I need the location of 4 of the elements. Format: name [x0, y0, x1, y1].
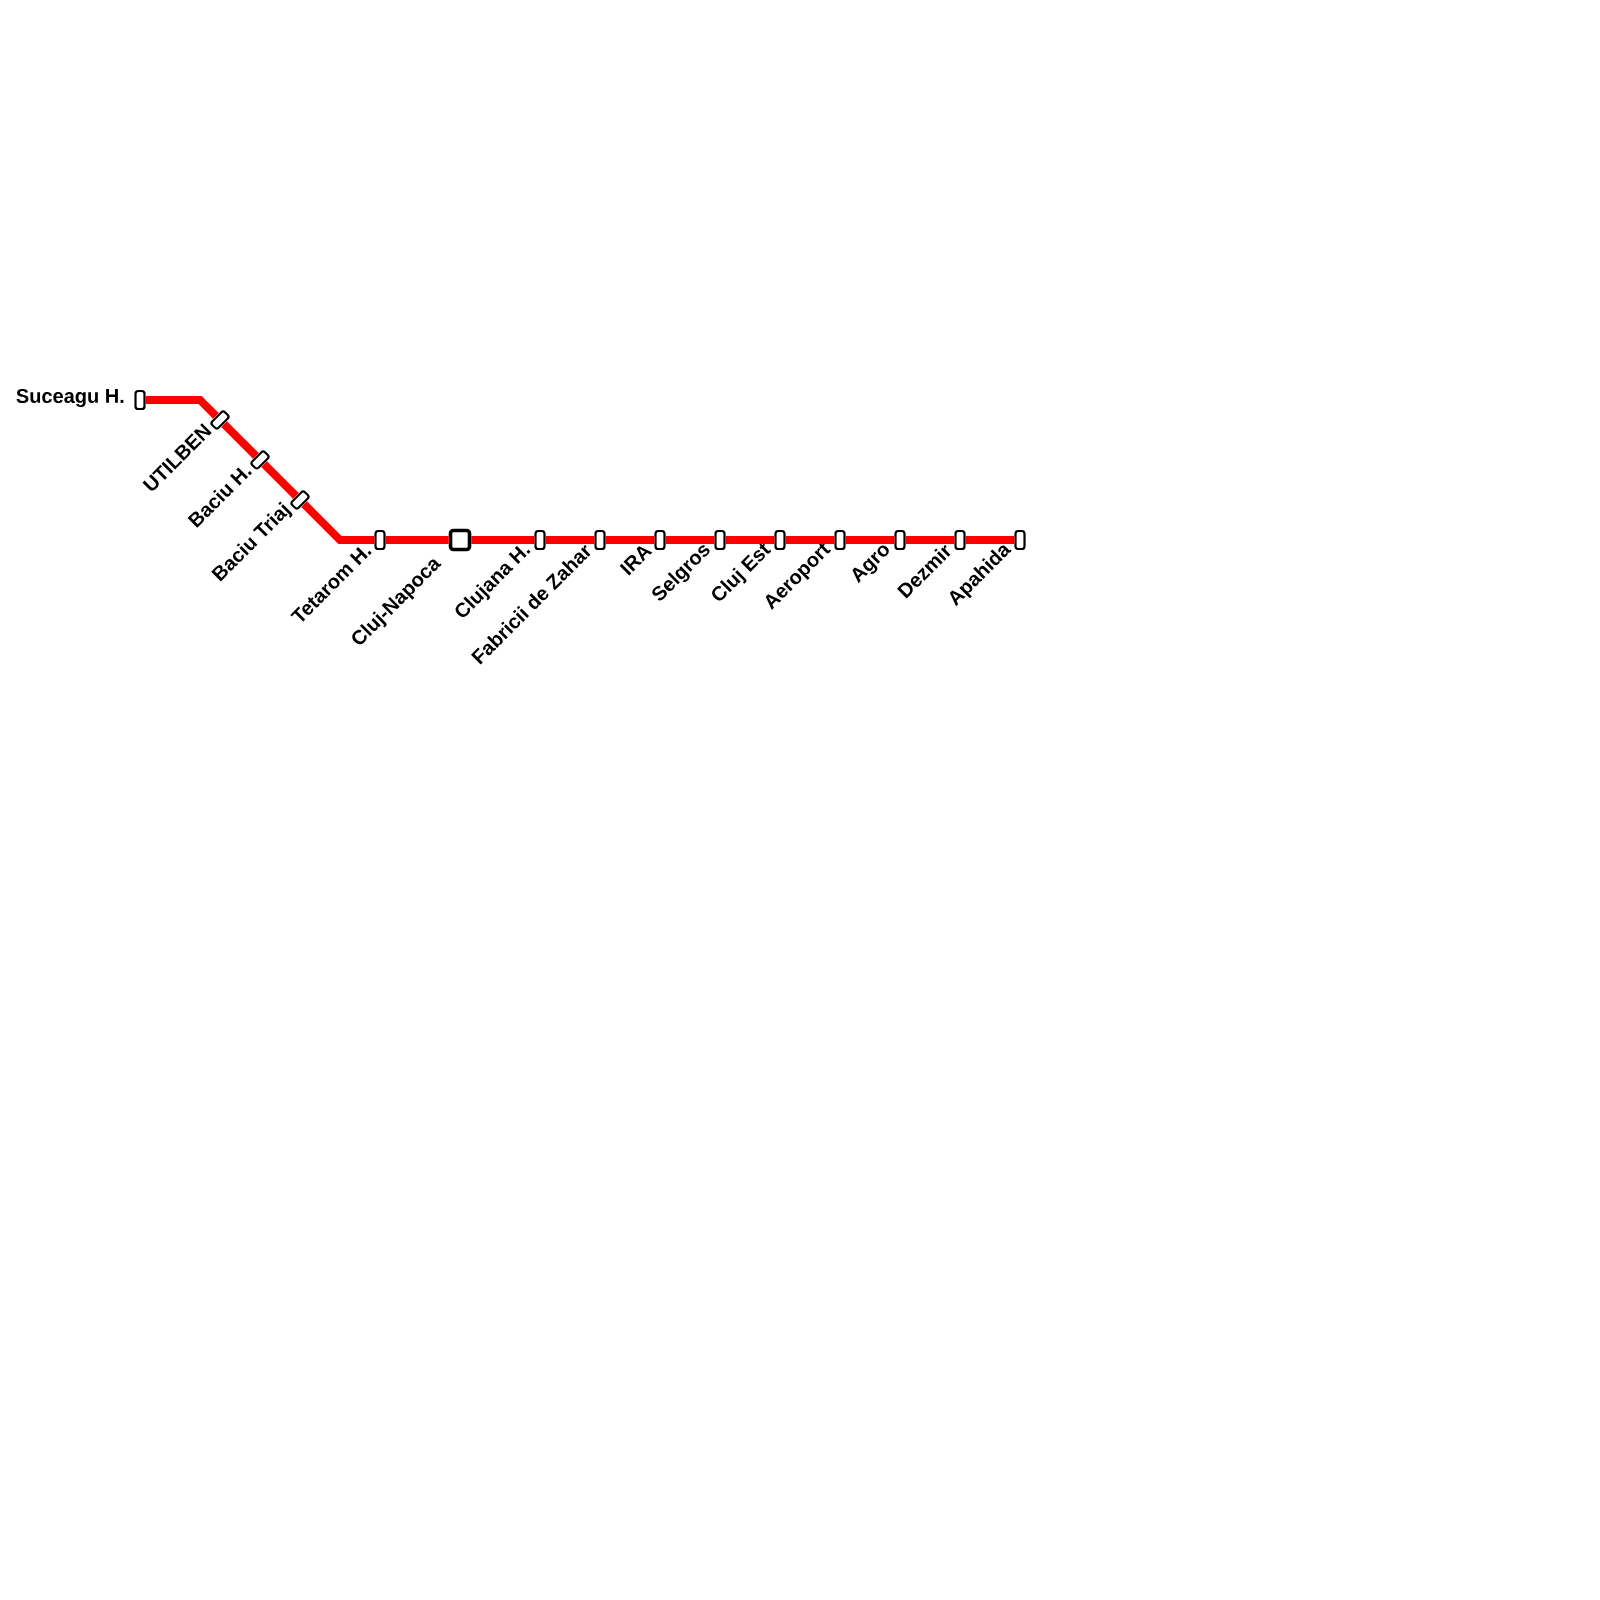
rail-line: [221, 421, 259, 459]
rail-line: [261, 461, 299, 499]
station-name: Suceagu H.: [16, 388, 124, 408]
station-name: IRA: [619, 546, 653, 576]
